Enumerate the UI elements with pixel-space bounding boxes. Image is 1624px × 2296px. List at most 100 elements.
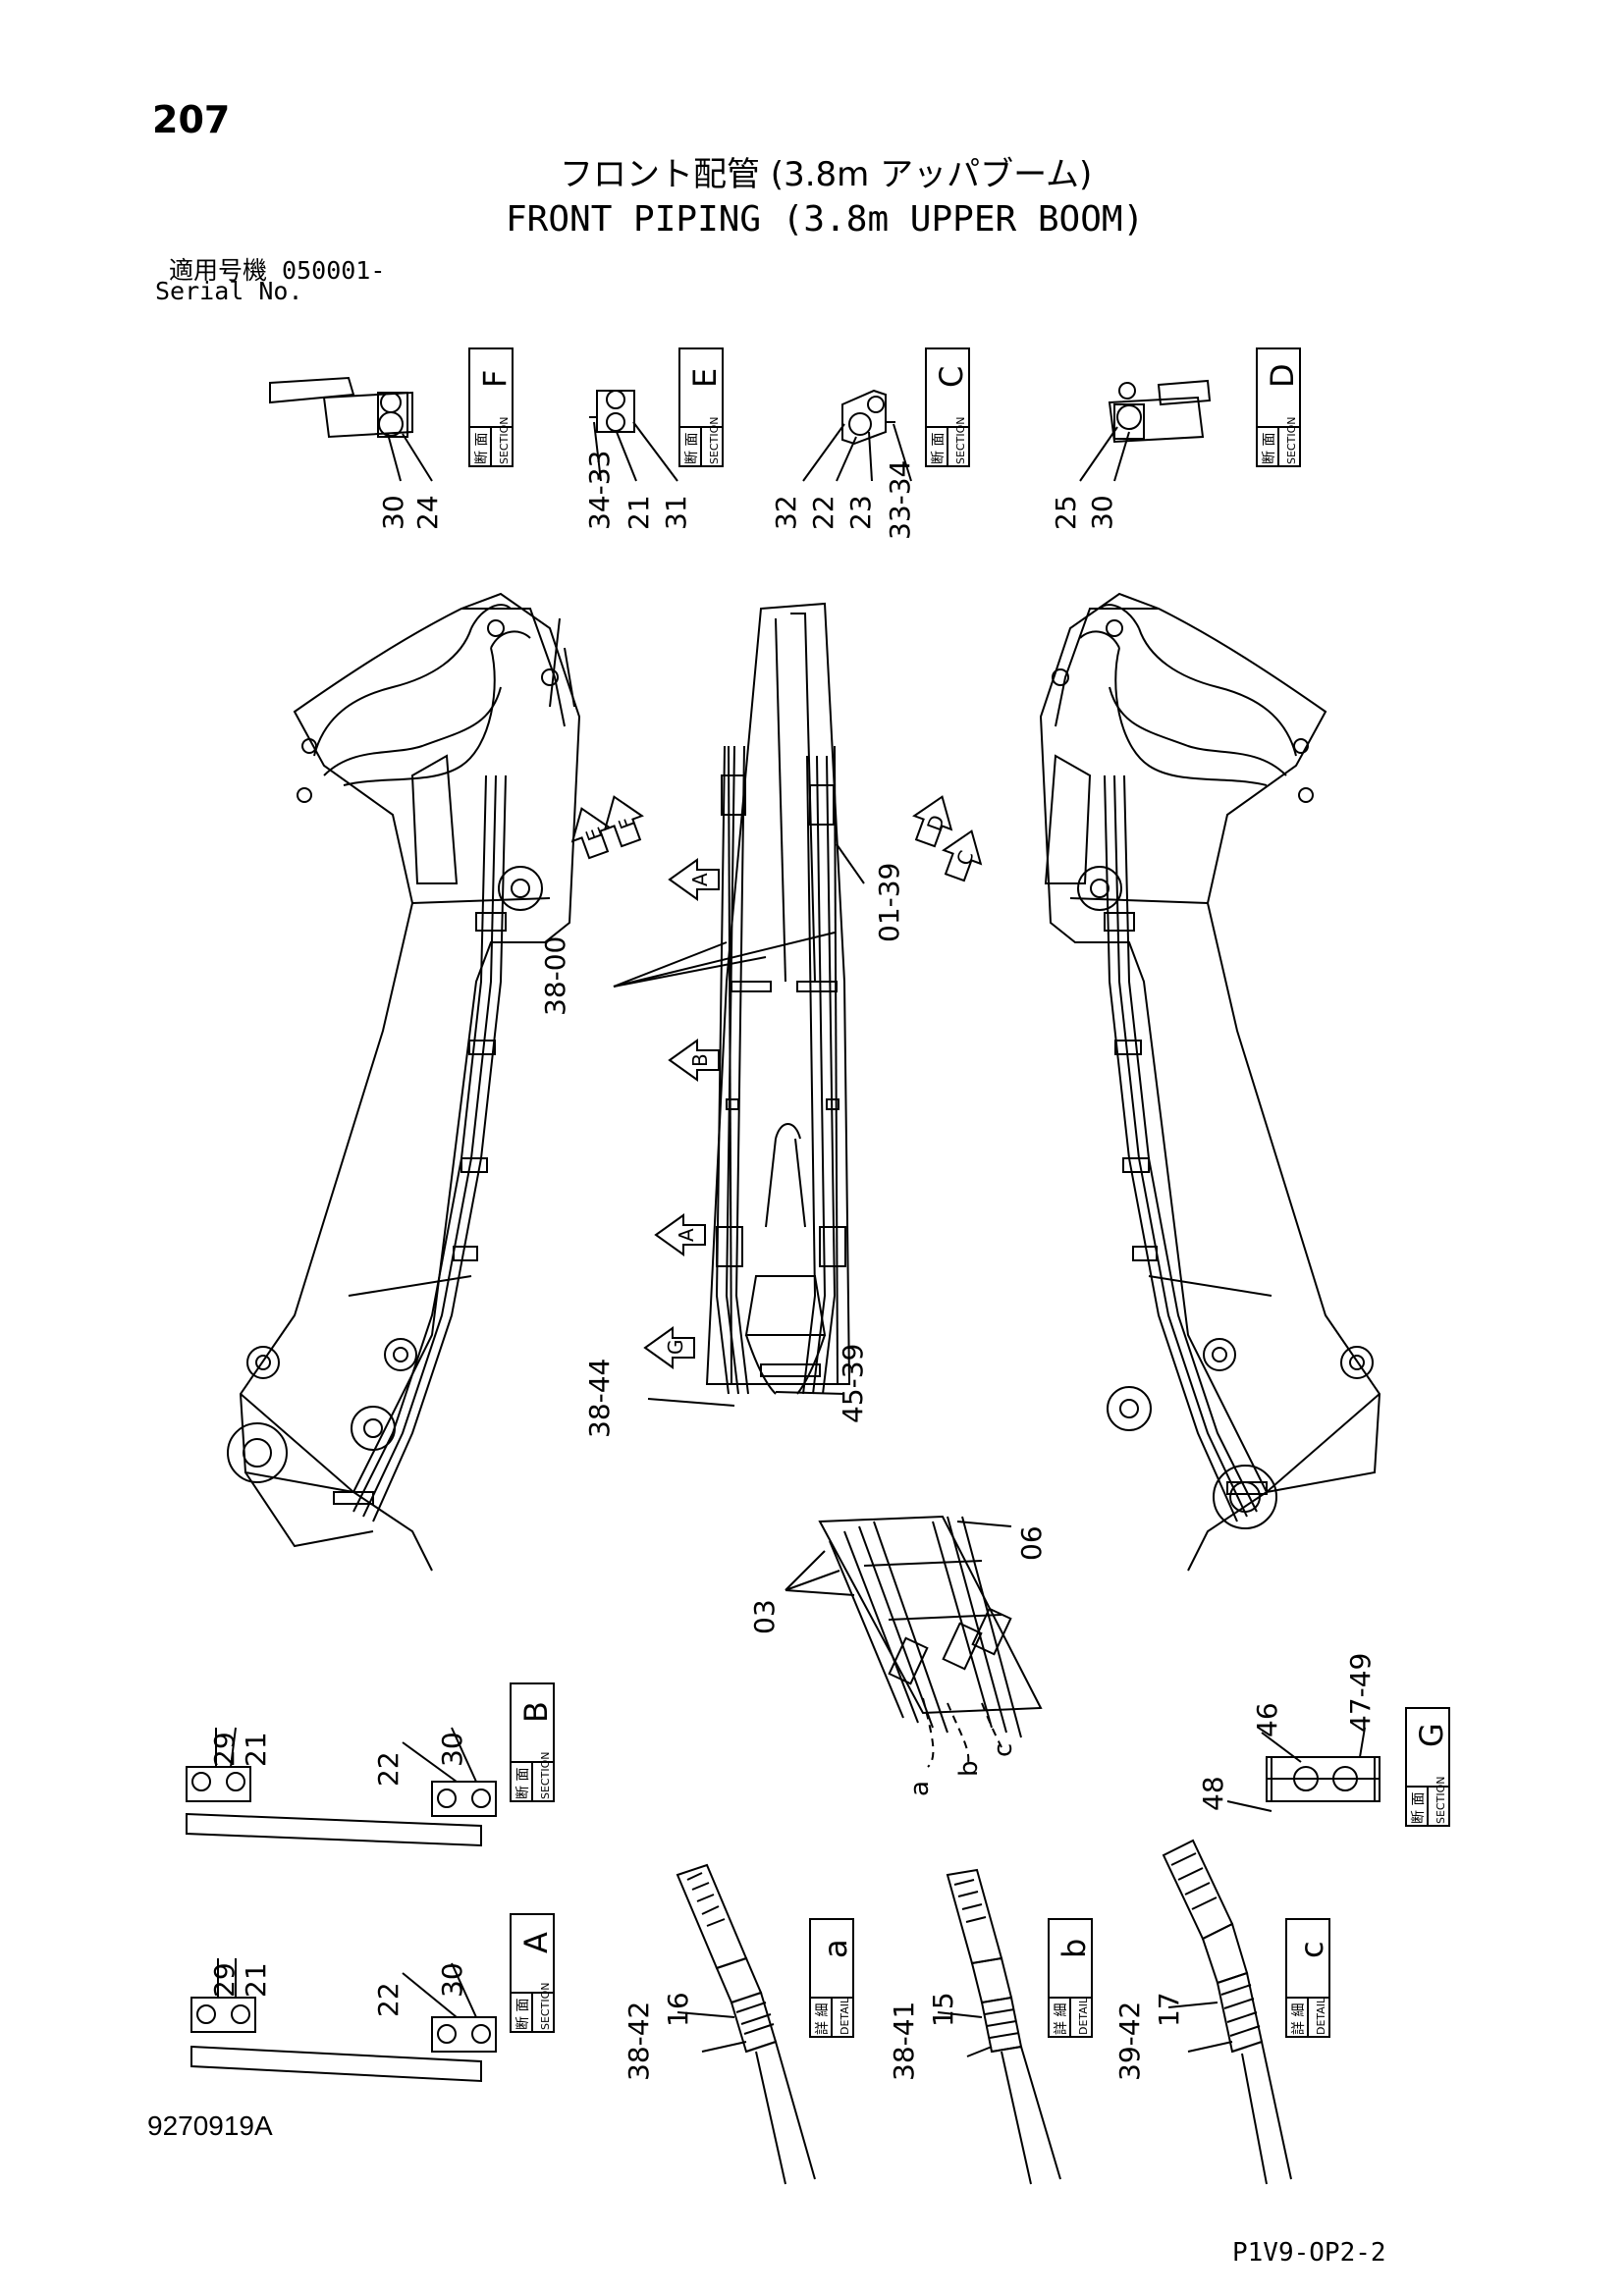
detail-label-jp: 詳 細 [1054,2003,1069,2035]
detail-view-c: 39-42 17 [1113,1839,1292,2185]
callout-01-39: 01-39 [873,863,905,942]
right-boom-side-view [1039,592,1381,1572]
section-view-g: 46 47-49 48 [1197,1653,1380,1812]
view-marker-letter: A [688,873,712,886]
section-label-jp: 断 面 [1262,433,1277,464]
section-tag-e: E 断 面 SECTION [678,347,724,467]
section-view-d: 25 30 [1050,379,1212,530]
hose-connection-detail: a b c [785,1515,1043,1796]
serial-label-japanese: 適用号機 050001- [169,256,386,285]
callout-label: 47-49 [1344,1653,1377,1733]
view-marker-letter: B [688,1053,712,1067]
callout-label: 24 [411,495,444,530]
callout-label: 22 [372,1982,405,2017]
callout-label: 33-34 [884,460,916,540]
detail-view-b: 38-41 15 [888,1868,1061,2185]
callout-label: 30 [436,1732,468,1767]
title-english: FRONT PIPING (3.8m UPPER BOOM) [506,199,1145,240]
callout-label: 31 [660,495,692,530]
callout-45-39: 45-39 [837,1344,869,1423]
callout-label: 30 [436,1962,468,1998]
section-letter: C [933,366,970,388]
view-marker-letter: D [922,812,949,834]
section-view-b: 29 21 22 30 [186,1727,497,1847]
callout-label: 38-42 [623,2002,655,2081]
callout-label: 38-41 [888,2002,920,2081]
section-label-en: SECTION [954,417,967,464]
callout-label: 29 [208,1732,241,1767]
callout-38-44: 38-44 [583,1359,616,1438]
detail-letter-c: c [989,1743,1018,1757]
callout-label: 21 [240,1732,272,1767]
detail-tag-c: c 詳 細 DETAIL [1285,1918,1330,2038]
detail-letter-a: a [905,1781,935,1796]
section-label-en: SECTION [498,417,511,464]
section-label-en: SECTION [708,417,721,464]
callout-label: 30 [1086,495,1118,530]
section-label-jp: 断 面 [1411,1792,1427,1824]
detail-letter: b [1056,1939,1093,1958]
callout-label: 39-42 [1113,2002,1146,2081]
detail-label-jp: 詳 細 [815,2003,831,2035]
section-label-en: SECTION [539,1752,552,1799]
section-letter: B [517,1701,555,1723]
detail-letter-b: b [954,1760,984,1777]
section-tag-b: B 断 面 SECTION [510,1682,555,1802]
detail-label-en: DETAIL [839,1997,851,2035]
center-arm-front-view [613,602,865,1407]
section-tag-f: F 断 面 SECTION [468,347,514,467]
callout-label: 32 [770,495,802,530]
detail-letter: c [1293,1941,1330,1958]
callout-label: 30 [377,495,409,530]
view-direction-markers: E F D C A B A G [570,795,983,1369]
section-letter: A [517,1932,555,1953]
callout-label: 16 [662,1992,694,2027]
sheet-code: P1V9-OP2-2 [1232,2238,1386,2268]
detail-view-a: 38-42 16 [623,1863,816,2185]
callout-label: 29 [208,1962,241,1998]
callout-label: 17 [1153,1992,1185,2027]
serial-label-english: Serial No. [155,277,303,305]
section-tag-c: C 断 面 SECTION [925,347,970,467]
callout-label: 21 [623,495,655,530]
section-label-en: SECTION [1435,1777,1447,1824]
callout-label: 34-33 [583,451,616,530]
section-view-c: 32 22 23 33-34 [770,389,916,540]
section-view-e: 34-33 21 31 [583,390,692,530]
title-japanese: フロント配管 (3.8m アッパブーム) [560,155,1093,194]
callout-label: 22 [372,1751,405,1787]
view-marker-letter: A [675,1228,698,1242]
detail-tag-b: b 詳 細 DETAIL [1048,1918,1093,2038]
section-label-jp: 断 面 [474,433,490,464]
callout-03: 03 [748,1599,781,1634]
section-letter: G [1413,1723,1450,1747]
section-tag-a: A 断 面 SECTION [510,1913,555,2033]
section-letter: F [476,370,514,388]
section-label-jp: 断 面 [931,433,947,464]
section-tag-d: D 断 面 SECTION [1256,347,1301,467]
callout-label: 21 [240,1962,272,1998]
callout-38-00: 38-00 [539,936,571,1016]
main-callouts: 01-39 38-00 38-44 45-39 06 03 [539,863,1048,1634]
callout-label: 23 [844,495,877,530]
section-label-en: SECTION [1285,417,1298,464]
section-label-jp: 断 面 [684,433,700,464]
section-view-f: 30 24 [269,376,444,530]
section-letter: D [1264,363,1301,388]
detail-tag-a: a 詳 細 DETAIL [809,1918,854,2038]
callout-label: 15 [927,1992,959,2027]
section-label-en: SECTION [539,1983,552,2030]
detail-letter: a [817,1939,854,1958]
section-view-a: 29 21 22 30 [190,1958,497,2083]
callout-label: 48 [1197,1776,1229,1811]
drawing-number: 9270919A [147,2110,273,2141]
section-label-jp: 断 面 [515,1768,531,1799]
detail-label-en: DETAIL [1077,1997,1090,2035]
section-label-jp: 断 面 [515,1999,531,2030]
page-number: 207 [152,98,231,141]
callout-label: 25 [1050,495,1082,530]
callout-06: 06 [1015,1525,1048,1561]
left-boom-side-view [227,592,581,1572]
detail-label-jp: 詳 細 [1291,2003,1307,2035]
callout-label: 22 [807,495,839,530]
